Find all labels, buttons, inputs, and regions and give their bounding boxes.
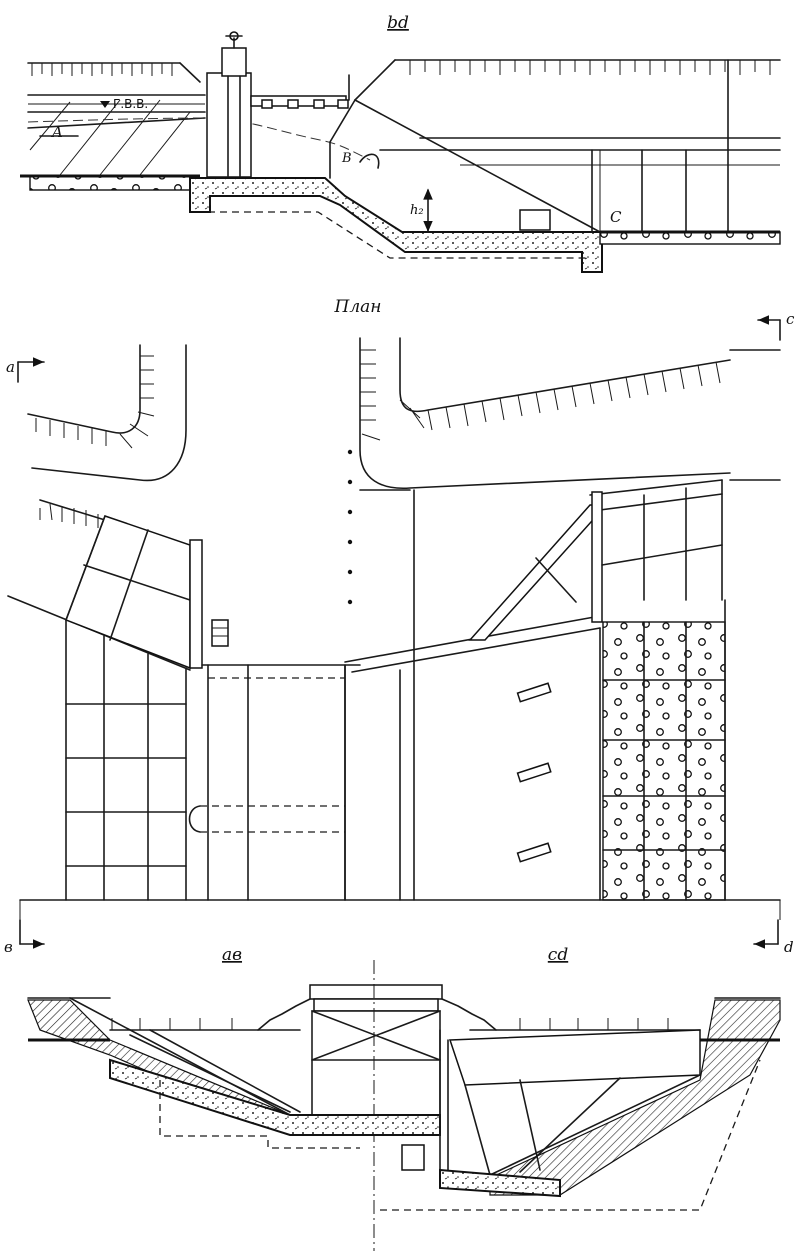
- water-level-marker-icon: [100, 101, 110, 108]
- downstream-riprap: [599, 231, 781, 245]
- svg-text:d: d: [784, 938, 794, 956]
- water-level-label: Г.В.В.: [113, 97, 148, 111]
- cut-marker-a: a: [6, 357, 45, 383]
- svg-text:в: в: [4, 938, 13, 956]
- plan-title: План: [334, 297, 382, 317]
- left-bank-top: [27, 62, 201, 83]
- section-cd-title: cd: [548, 945, 569, 965]
- plan-stilling-basin: [468, 479, 726, 901]
- plan-riprap-field: [602, 621, 726, 901]
- gate-tower: [206, 31, 252, 178]
- plan-upper-right-bank: [359, 337, 781, 490]
- bridge-deck: [250, 74, 350, 109]
- upstream-channel: Г.В.В. A: [27, 94, 371, 176]
- section-ab-title: ав: [222, 945, 242, 965]
- cut-marker-d: d: [753, 919, 794, 956]
- point-b-label: B: [341, 151, 352, 166]
- outlet-bracket-icon: [188, 805, 201, 833]
- svg-text:c: c: [786, 310, 795, 328]
- section-bd: bd Г: [20, 13, 781, 273]
- section-bd-title: bd: [387, 13, 409, 33]
- cross-basin: [380, 999, 781, 1211]
- plan-central-conduit: [188, 449, 601, 901]
- cross-fence-posts: [111, 1018, 669, 1030]
- plan-energy-dissipators: [516, 682, 552, 863]
- plan-upper-left-bank: [27, 344, 187, 482]
- upstream-riprap: [29, 175, 196, 191]
- plan-piezometer-dots: [347, 449, 353, 605]
- cut-marker-b: в: [4, 919, 45, 956]
- height-mark-label: h₂: [410, 203, 424, 218]
- plan-left-wing: [7, 499, 203, 901]
- structure-foundation: [189, 177, 603, 273]
- point-c-label: C: [610, 208, 622, 226]
- svg-text:a: a: [6, 358, 15, 376]
- downstream-apron: C B: [329, 59, 781, 233]
- section-plan: План a c в d: [4, 297, 795, 956]
- right-bank-top-hatch: [409, 60, 771, 75]
- cut-marker-c: c: [757, 310, 795, 341]
- section-cross: ав cd: [27, 945, 781, 1251]
- cross-tower: [257, 960, 497, 1251]
- drain-well: [401, 1144, 425, 1171]
- point-a-label: A: [50, 123, 63, 141]
